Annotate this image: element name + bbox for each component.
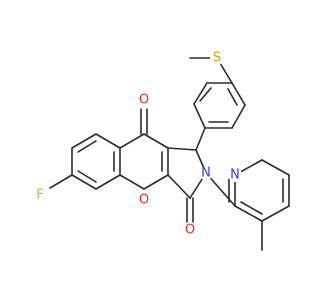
bond (119, 174, 145, 190)
bonds (49, 57, 290, 251)
bond (261, 159, 290, 176)
sulfur-label: S (213, 51, 221, 66)
pyran-oxygen-label: O (139, 193, 149, 208)
ketone-oxygen-label: O (139, 93, 149, 108)
bond (234, 205, 263, 222)
bond (195, 127, 206, 151)
bond (143, 174, 169, 190)
bond (143, 133, 169, 149)
bond (261, 205, 290, 222)
pyrrole-nitrogen-label: N (201, 166, 211, 181)
fluorine-label: F (36, 188, 43, 203)
bond (199, 87, 212, 102)
amide-oxygen-label: O (185, 223, 195, 238)
bond (49, 174, 73, 189)
bond (95, 133, 121, 149)
bond (240, 201, 263, 215)
atom-labels: F O O O N N S (33, 51, 242, 238)
bond (71, 133, 97, 149)
bond (95, 174, 121, 190)
bond (167, 147, 197, 151)
bond (193, 82, 208, 105)
bond (193, 103, 206, 129)
bond (71, 174, 97, 190)
bond (167, 174, 191, 199)
pyridine-nitrogen-label: N (230, 168, 240, 183)
bond (227, 88, 238, 106)
bond (205, 172, 236, 207)
bond (77, 140, 97, 153)
bond (231, 104, 246, 129)
bond (119, 133, 145, 149)
bond (77, 170, 97, 183)
structure-svg: F O O O N N S (33, 50, 290, 251)
molecule-diagram: F O O O N N S (33, 50, 290, 251)
bond (231, 82, 246, 106)
